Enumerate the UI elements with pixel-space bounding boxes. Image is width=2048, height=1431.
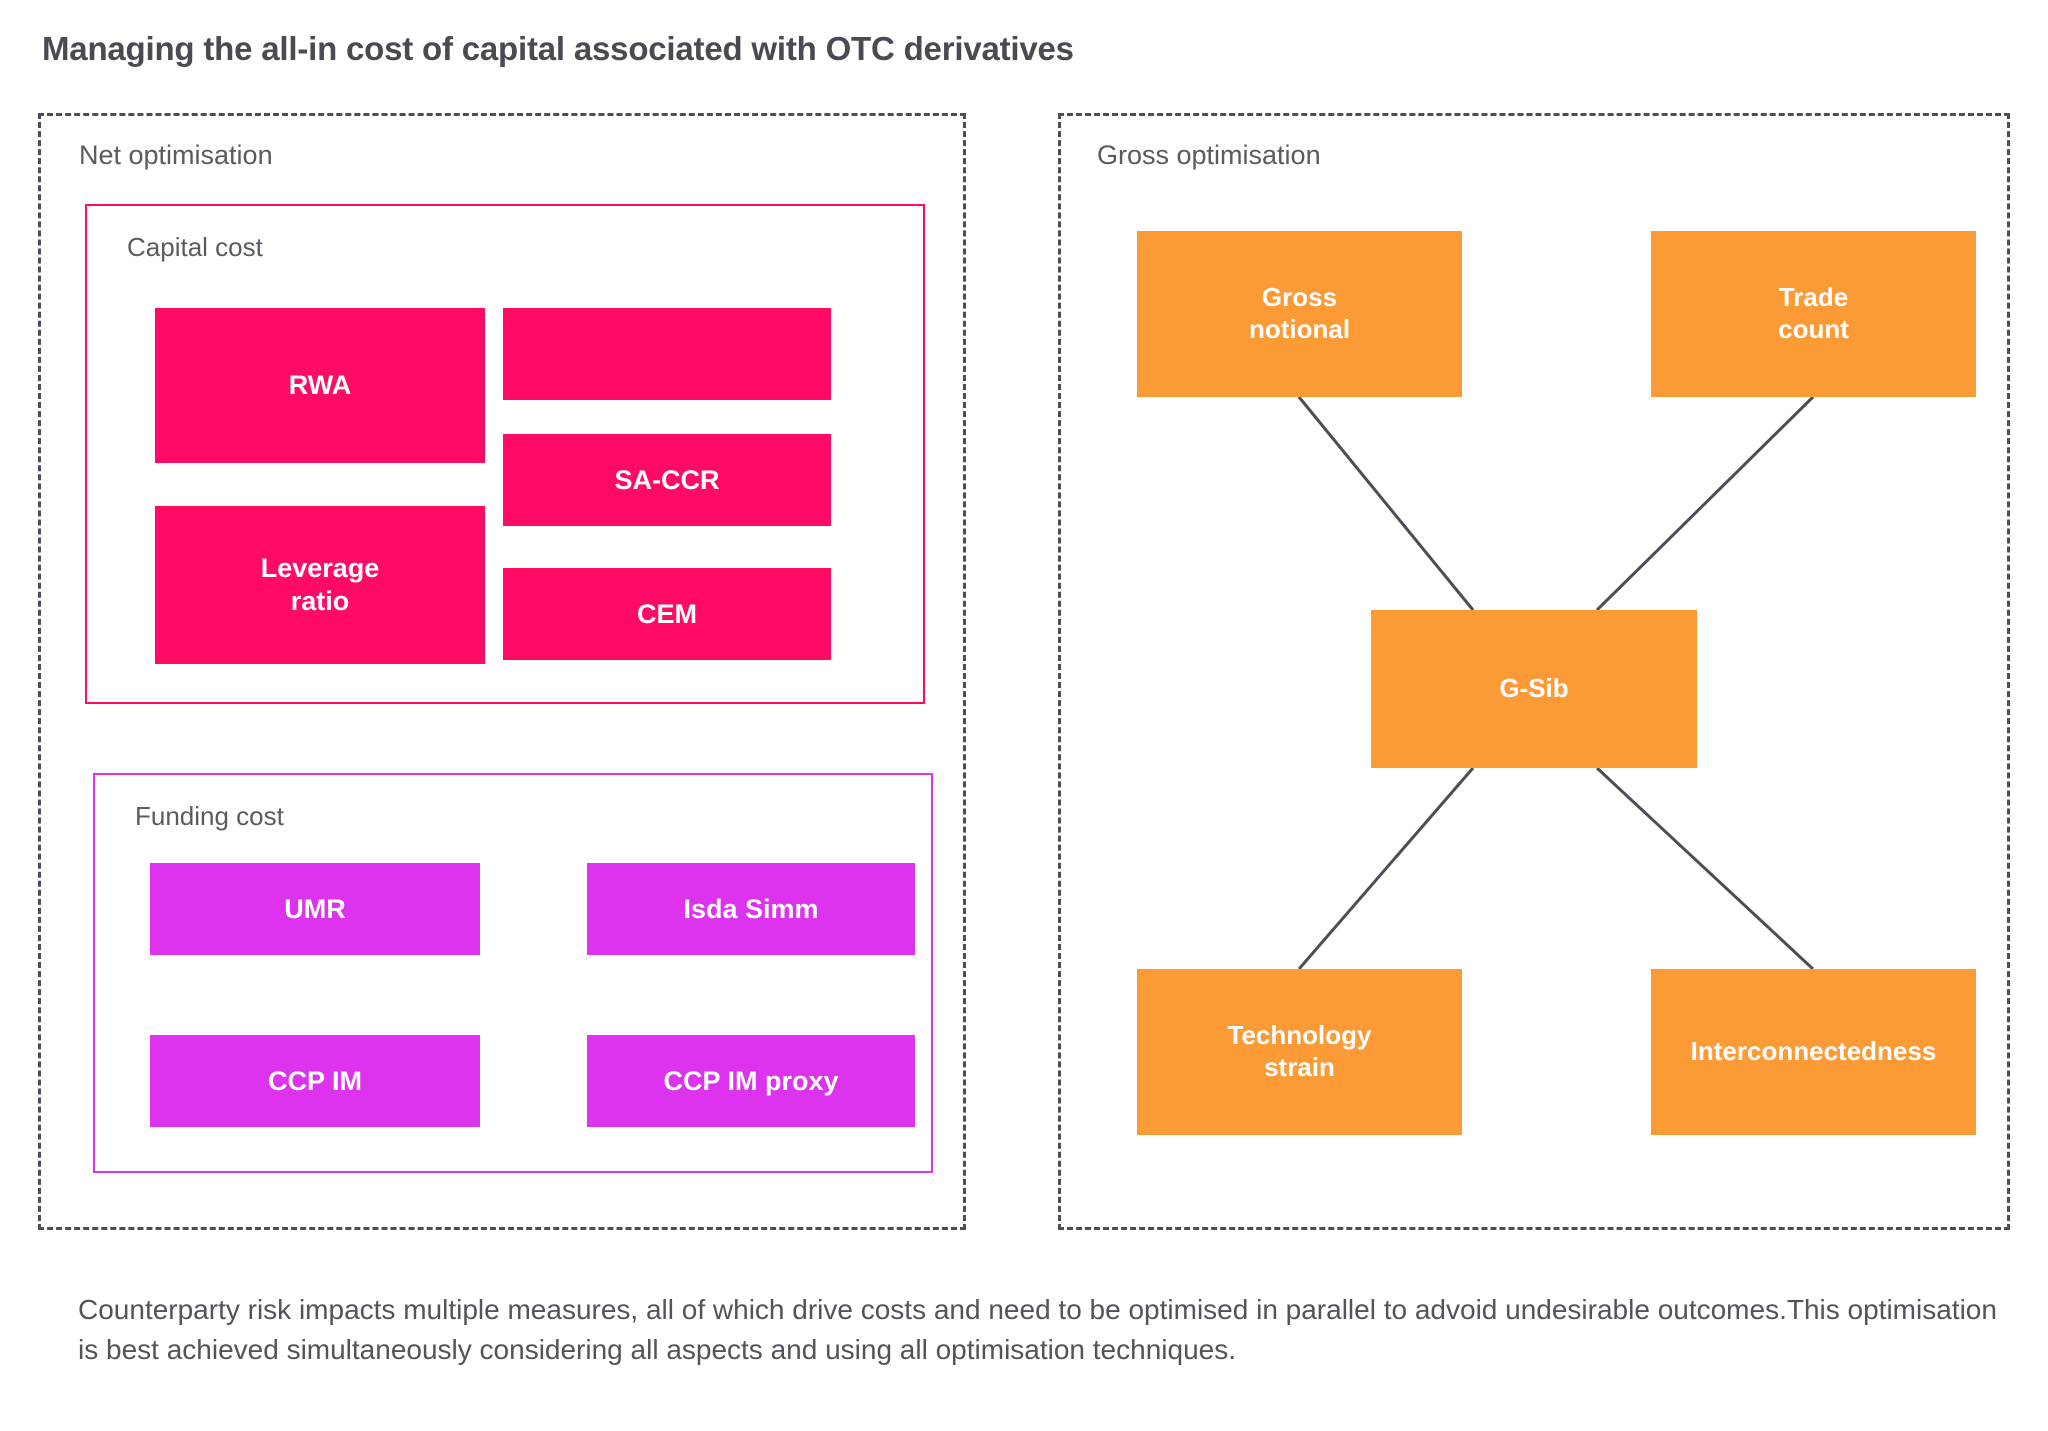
- node-unlabeled-capital[interactable]: [503, 308, 831, 400]
- node-umr[interactable]: UMR: [150, 863, 480, 955]
- node-isda-simm[interactable]: Isda Simm: [587, 863, 915, 955]
- net-optimisation-label: Net optimisation: [79, 140, 273, 170]
- net-optimisation-panel: Net optimisation Capital cost RWA SA-CCR…: [38, 113, 966, 1230]
- gross-optimisation-label: Gross optimisation: [1097, 140, 1321, 170]
- node-ccp-im[interactable]: CCP IM: [150, 1035, 480, 1127]
- capital-cost-label: Capital cost: [127, 232, 263, 262]
- page-title: Managing the all-in cost of capital asso…: [42, 30, 1074, 67]
- edge-g-sib-to-technology-strain: [1297, 767, 1475, 970]
- node-cem[interactable]: CEM: [503, 568, 831, 660]
- node-interconnectedness[interactable]: Interconnectedness: [1651, 969, 1976, 1135]
- node-rwa[interactable]: RWA: [155, 308, 485, 463]
- edge-gross-notional-to-g-sib: [1297, 396, 1475, 611]
- node-sa-ccr[interactable]: SA-CCR: [503, 434, 831, 526]
- footer-caption: Counterparty risk impacts multiple measu…: [78, 1294, 1997, 1365]
- node-g-sib[interactable]: G-Sib: [1371, 610, 1697, 768]
- node-ccp-im-proxy[interactable]: CCP IM proxy: [587, 1035, 915, 1127]
- funding-cost-group: Funding cost UMR Isda Simm CCP IM CCP IM…: [93, 773, 933, 1173]
- edge-trade-count-to-g-sib: [1595, 395, 1815, 612]
- funding-cost-label: Funding cost: [135, 801, 284, 831]
- edge-g-sib-to-interconnectedness: [1595, 766, 1815, 971]
